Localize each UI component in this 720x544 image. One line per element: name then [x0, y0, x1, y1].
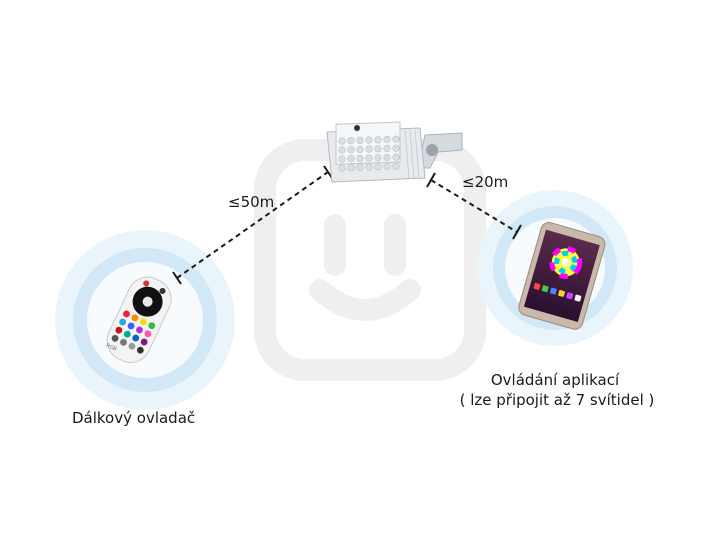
led-floodlight-icon [326, 121, 463, 183]
distance-label-remote: ≤50m [228, 193, 275, 211]
svg-text:RGB: RGB [105, 343, 118, 353]
rgb-remote-control-icon: RGB [105, 276, 172, 363]
range-line-remote [172, 165, 333, 285]
plug-watermark-icon [254, 139, 486, 381]
remote-caption: Dálkový ovladač [72, 409, 196, 427]
distance-label-app: ≤20m [462, 173, 509, 191]
smartphone-app-icon [518, 222, 606, 330]
app-caption-line2: ( lze připojit až 7 svítidel ) [459, 391, 655, 409]
app-caption-line1: Ovládání aplikací [490, 371, 620, 389]
range-line-app [426, 172, 522, 240]
